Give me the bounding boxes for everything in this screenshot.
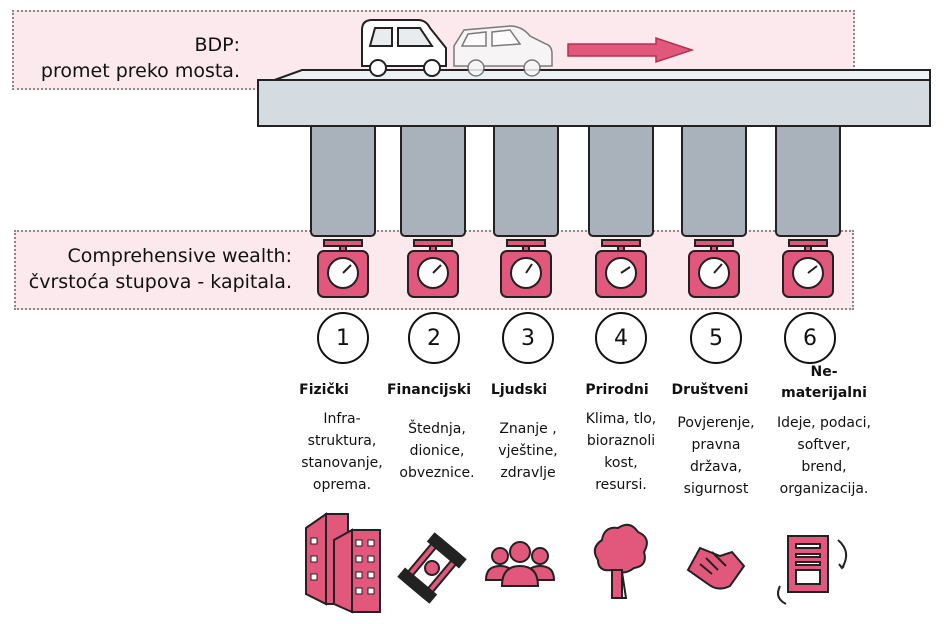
pillar-6 <box>775 117 841 237</box>
capital-desc-5-line: država, <box>690 459 742 475</box>
capital-desc-6-line: softver, <box>797 437 851 453</box>
scales <box>317 239 834 298</box>
bridge-deck <box>257 69 931 127</box>
capital-number-4: 4 <box>595 312 647 364</box>
capital-desc-3-line: vještine, <box>498 443 558 459</box>
capital-number-2: 2 <box>408 312 460 364</box>
capital-desc-5-line: sigurnost <box>683 481 749 497</box>
scale-icon-6 <box>782 239 834 298</box>
capital-desc-2-line: Štednja, <box>408 421 466 437</box>
gdp-label-line2: promet preko mosta. <box>40 60 240 82</box>
capital-desc-1-line: stanovanje, <box>301 455 383 471</box>
pillar-1 <box>310 117 376 237</box>
capital-desc-1-line: Infra- <box>323 411 361 427</box>
buildings-icon <box>305 512 381 614</box>
capital-title-6: Ne- materijalni <box>776 362 872 404</box>
gdp-label: BDP: promet preko mosta. <box>20 32 240 84</box>
wealth-label-line2: čvrstoća stupova - kapitala. <box>28 271 292 293</box>
money-icon <box>397 532 467 604</box>
car-icon <box>361 19 447 77</box>
capital-desc-3-line: zdravlje <box>500 465 556 481</box>
capital-title-6-line2: materijalni <box>781 385 867 401</box>
document-icon <box>777 535 848 605</box>
scale-icon-1 <box>317 239 369 298</box>
capital-desc-2-line: obveznice. <box>399 465 475 481</box>
gdp-label-line1: BDP: <box>194 34 240 56</box>
capital-desc-4-line: Klima, tlo, <box>585 411 657 427</box>
pillar-5 <box>681 117 747 237</box>
capital-title-3: Ljudski <box>490 382 548 398</box>
capital-desc-2-line: dionice, <box>409 443 465 459</box>
scale-icon-2 <box>407 239 459 298</box>
capital-number-6: 6 <box>784 312 836 364</box>
capital-desc-4-line: kost, <box>604 455 638 471</box>
capital-desc-4-line: bioraznoli <box>586 433 656 449</box>
pillar-2 <box>400 117 466 237</box>
capital-desc-6-line: organizacija. <box>779 481 869 497</box>
capital-desc-4: Klima, tlo, bioraznoli kost, resursi. <box>569 408 673 496</box>
capital-title-5: Društveni <box>671 382 749 398</box>
capital-number-5: 5 <box>690 312 742 364</box>
capital-desc-3: Znanje , vještine, zdravlje <box>476 418 580 484</box>
car-outline-icon <box>453 25 553 77</box>
capital-title-4: Prirodni <box>585 382 649 398</box>
pillars <box>310 117 841 237</box>
capital-number-1: 1 <box>317 312 369 364</box>
capital-title-1: Fizički <box>299 382 349 398</box>
capital-title-6-line1: Ne- <box>810 364 838 380</box>
capital-desc-6-line: Ideje, podaci, <box>777 415 871 431</box>
scale-icon-5 <box>688 239 740 298</box>
scale-icon-3 <box>500 239 552 298</box>
capital-desc-6: Ideje, podaci, softver, brend, organizac… <box>765 412 883 500</box>
capital-desc-5-line: Povjerenje, <box>677 415 755 431</box>
capital-desc-2: Štednja, dionice, obveznice. <box>385 418 489 484</box>
scale-icon-4 <box>595 239 647 298</box>
tree-icon <box>593 523 648 599</box>
capital-title-2: Financijski <box>386 382 472 398</box>
wealth-label-line1: Comprehensive wealth: <box>67 245 292 267</box>
wealth-label: Comprehensive wealth: čvrstoća stupova -… <box>16 243 292 295</box>
pillar-4 <box>588 117 654 237</box>
capital-number-3: 3 <box>502 312 554 364</box>
capital-desc-5: Povjerenje, pravna država, sigurnost <box>664 412 768 500</box>
traffic-arrow <box>567 36 695 64</box>
capital-desc-1-line: struktura, <box>307 433 377 449</box>
capital-desc-1-line: oprema. <box>312 477 372 493</box>
handshake-icon <box>686 546 746 590</box>
pillar-3 <box>493 117 559 237</box>
capital-desc-1: Infra- struktura, stanovanje, oprema. <box>290 408 394 496</box>
capital-desc-6-line: brend, <box>801 459 847 475</box>
capital-desc-4-line: resursi. <box>595 477 647 493</box>
capital-desc-3-line: Znanje , <box>499 421 557 437</box>
capital-desc-5-line: pravna <box>691 437 741 453</box>
people-icon <box>484 541 556 587</box>
